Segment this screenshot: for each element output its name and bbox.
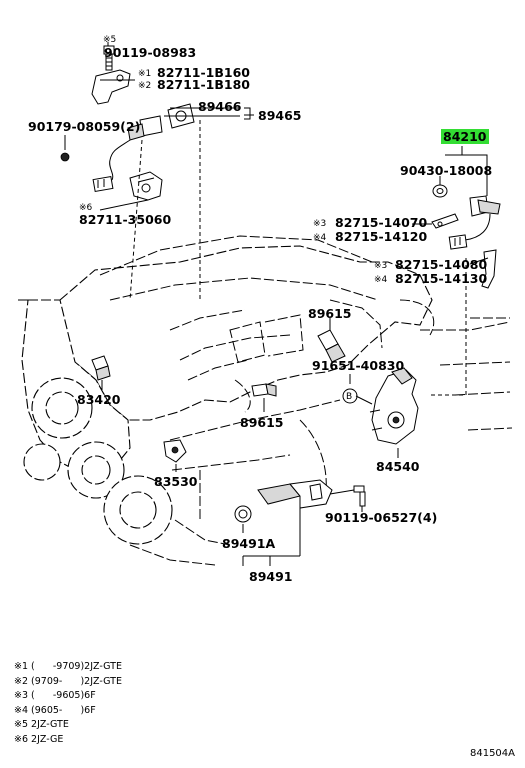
label-82715-14080[interactable]: 82715-14080 — [395, 257, 487, 272]
label-90119-06527[interactable]: 90119-06527(4) — [325, 510, 437, 525]
label-82715-14130[interactable]: 82715-14130 — [395, 271, 487, 286]
label-89491A[interactable]: 89491A — [222, 536, 275, 551]
note-marker: ※1 — [14, 661, 29, 672]
note-marker: ※3 — [14, 690, 29, 702]
note-row: ※3 ( -9605)6F — [14, 689, 122, 704]
part-labels: ※5 90119-08983 ※1 82711-1B160 ※2 82711-1… — [28, 35, 492, 584]
middle-right-group — [317, 318, 419, 458]
figure-code: 841504A — [469, 748, 515, 759]
callout-b: B — [346, 392, 352, 402]
note-text: ( -9605)6F — [28, 690, 96, 702]
cam-sensor-group — [60, 42, 254, 301]
label-91651-40830[interactable]: 91651-40830 — [312, 358, 404, 373]
bottom-89491-group — [234, 479, 366, 566]
label-82711-1B180[interactable]: 82711-1B180 — [157, 77, 250, 92]
middle-left-group — [91, 355, 277, 472]
label-90179-08059[interactable]: 90179-08059(2) — [28, 119, 140, 134]
label-82711-1B160[interactable]: 82711-1B160 — [157, 65, 250, 80]
label-89615-upper[interactable]: 89615 — [308, 306, 352, 321]
label-89465[interactable]: 89465 — [258, 108, 302, 123]
label-89615-lower[interactable]: 89615 — [240, 415, 284, 430]
engine-outline — [18, 235, 513, 566]
label-83420[interactable]: 83420 — [77, 392, 121, 407]
label-82711-35060[interactable]: 82711-35060 — [79, 212, 171, 227]
note-row: ※1 ( -9709)2JZ-GTE — [14, 660, 122, 675]
marker-82715-14120: ※4 — [313, 233, 327, 243]
note-marker: ※4 — [14, 704, 29, 716]
marker-82711-35060: ※6 — [79, 203, 93, 213]
note-marker: ※2 — [14, 675, 29, 687]
applicability-notes: ※1 ( -9709)2JZ-GTE※2 (9709- )2JZ-GTE※3 (… — [14, 660, 122, 748]
label-84210[interactable]: 84210 — [443, 129, 487, 144]
note-row: ※5 2JZ-GTE — [14, 718, 122, 733]
label-89491[interactable]: 89491 — [249, 569, 293, 584]
label-82715-14120[interactable]: 82715-14120 — [335, 229, 427, 244]
note-marker: ※5 — [14, 719, 29, 731]
label-90119-08983[interactable]: 90119-08983 — [104, 45, 196, 60]
marker-82715-14130: ※4 — [374, 275, 388, 285]
highlight-84210 — [441, 129, 489, 144]
marker-82715-14070: ※3 — [313, 219, 326, 229]
note-text: 2JZ-GTE — [28, 719, 69, 731]
label-82715-14070[interactable]: 82715-14070 — [335, 215, 427, 230]
label-84540[interactable]: 84540 — [376, 459, 420, 474]
note-row: ※4 (9605- )6F — [14, 704, 122, 719]
note-row: ※6 2JZ-GE — [14, 733, 122, 748]
marker-90119-08983: ※5 — [103, 35, 116, 45]
note-marker: ※6 — [14, 733, 29, 745]
note-text: (9709- )2JZ-GTE — [28, 675, 122, 687]
label-89466[interactable]: 89466 — [198, 99, 242, 114]
note-text: 2JZ-GE — [28, 733, 64, 745]
marker-82711-1B160: ※1 — [138, 69, 151, 79]
label-90430-18008[interactable]: 90430-18008 — [400, 163, 492, 178]
note-text: (9605- )6F — [28, 704, 96, 716]
label-83530[interactable]: 83530 — [154, 474, 198, 489]
marker-82711-1B180: ※2 — [138, 81, 151, 91]
note-text: ( -9709)2JZ-GTE — [28, 661, 122, 672]
sensor-84210-group — [412, 129, 501, 396]
note-row: ※2 (9709- )2JZ-GTE — [14, 675, 122, 690]
marker-82715-14080: ※3 — [374, 261, 387, 271]
